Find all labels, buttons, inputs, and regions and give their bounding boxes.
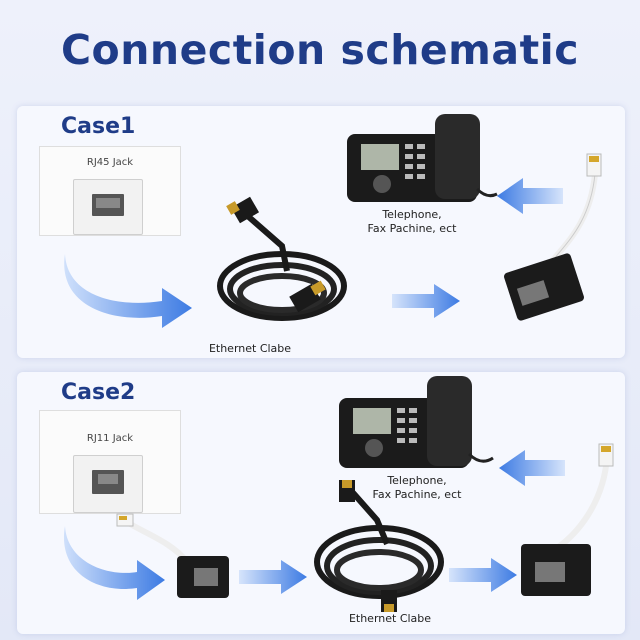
left-arrow-icon: [497, 178, 563, 214]
rj45-wall-plate: RJ45 Jack: [39, 146, 181, 236]
ethernet-cable-icon: [217, 196, 347, 321]
curved-arrow-icon: [64, 254, 192, 328]
rj11-jack-icon: [73, 455, 143, 513]
ethernet-cable-icon: [314, 480, 444, 612]
telephone-icon: [339, 376, 494, 468]
right-arrow-icon: [392, 284, 460, 318]
telephone-icon: [347, 114, 498, 202]
case2-label: Case2: [61, 380, 136, 405]
left-arrow-icon: [499, 450, 565, 486]
adapter-icon: [504, 153, 602, 321]
case2-cable-caption: Ethernet Clabe: [348, 612, 432, 625]
rj11-jack-label: RJ11 Jack: [86, 433, 134, 444]
case1-label: Case1: [61, 114, 136, 139]
case2-phone-caption: Telephone, Fax Pachine, ect: [362, 474, 472, 502]
phone-caption-line1: Telephone,: [382, 208, 442, 221]
page-title: Connection schematic: [60, 26, 580, 74]
right-arrow-icon: [239, 560, 307, 594]
case1-phone-caption: Telephone, Fax Pachine, ect: [357, 208, 467, 236]
case1-panel: Case1 RJ45 Jack Ethernet Clabe: [17, 106, 625, 358]
rj11-wall-plate: RJ11 Jack: [39, 410, 181, 514]
rj45-jack-label: RJ45 Jack: [86, 157, 134, 168]
case1-cable-caption: Ethernet Clabe: [208, 342, 292, 355]
small-adapter-icon: [116, 513, 229, 598]
phone-caption-line2: Fax Pachine, ect: [367, 222, 457, 235]
phone-caption-line2: Fax Pachine, ect: [372, 488, 462, 501]
rj45-jack-icon: [73, 179, 143, 235]
case2-panel: Case2 RJ11 Jack: [17, 372, 625, 634]
curved-arrow-icon: [63, 526, 165, 600]
adapter-icon: [521, 443, 614, 596]
phone-caption-line1: Telephone,: [387, 474, 447, 487]
right-arrow-icon: [449, 558, 517, 592]
